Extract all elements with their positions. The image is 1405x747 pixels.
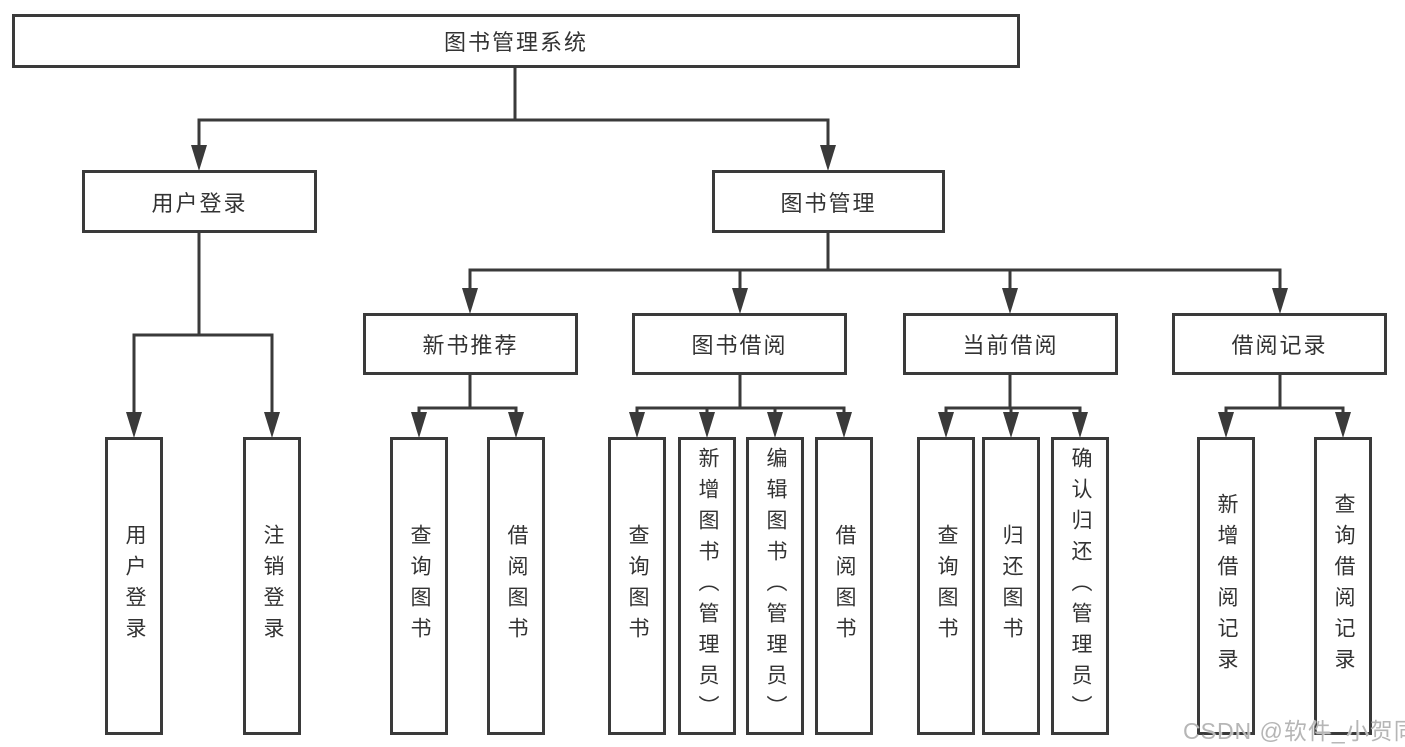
leaf-borrow-query-books: 查询图书: [608, 437, 666, 735]
leaf-records-add-record: 新增借阅记录: [1197, 437, 1255, 735]
node-user-login: 用户登录: [82, 170, 317, 233]
arrowhead-down-icon: [699, 412, 715, 438]
leaf-borrow-add-books-admin: 新增图书（管理员）: [678, 437, 736, 735]
arrowhead-down-icon: [411, 412, 427, 438]
arrowhead-down-icon: [1335, 412, 1351, 438]
leaf-current-query-books: 查询图书: [917, 437, 975, 735]
arrowhead-down-icon: [820, 145, 836, 171]
arrowhead-down-icon: [1218, 412, 1234, 438]
arrowhead-down-icon: [191, 145, 207, 171]
arrowhead-down-icon: [767, 412, 783, 438]
leaf-records-query-record: 查询借阅记录: [1314, 437, 1372, 735]
arrowhead-down-icon: [508, 412, 524, 438]
arrowhead-down-icon: [1003, 412, 1019, 438]
leaf-borrow-edit-books-admin: 编辑图书（管理员）: [746, 437, 804, 735]
leaf-borrow-borrow-books: 借阅图书: [815, 437, 873, 735]
node-borrowing-records: 借阅记录: [1172, 313, 1387, 375]
arrowhead-down-icon: [1072, 412, 1088, 438]
arrowhead-down-icon: [462, 288, 478, 314]
arrowhead-down-icon: [1002, 288, 1018, 314]
leaf-current-confirm-return-admin: 确认归还（管理员）: [1051, 437, 1109, 735]
leaf-current-return-books: 归还图书: [982, 437, 1040, 735]
node-current-borrowing: 当前借阅: [903, 313, 1118, 375]
leaf-login-logout: 注销登录: [243, 437, 301, 735]
arrowhead-down-icon: [836, 412, 852, 438]
node-book-borrowing: 图书借阅: [632, 313, 847, 375]
arrowhead-down-icon: [264, 412, 280, 438]
csdn-watermark: CSDN @软件_小贺同学: [1183, 718, 1405, 744]
arrowhead-down-icon: [1272, 288, 1288, 314]
leaf-login-user-login: 用户登录: [105, 437, 163, 735]
leaf-newbook-borrow-books: 借阅图书: [487, 437, 545, 735]
node-new-book-recommend: 新书推荐: [363, 313, 578, 375]
arrowhead-down-icon: [732, 288, 748, 314]
root-node-book-management-system: 图书管理系统: [12, 14, 1020, 68]
arrowhead-down-icon: [126, 412, 142, 438]
node-book-management: 图书管理: [712, 170, 945, 233]
arrowhead-down-icon: [629, 412, 645, 438]
arrowhead-down-icon: [938, 412, 954, 438]
leaf-newbook-query-books: 查询图书: [390, 437, 448, 735]
